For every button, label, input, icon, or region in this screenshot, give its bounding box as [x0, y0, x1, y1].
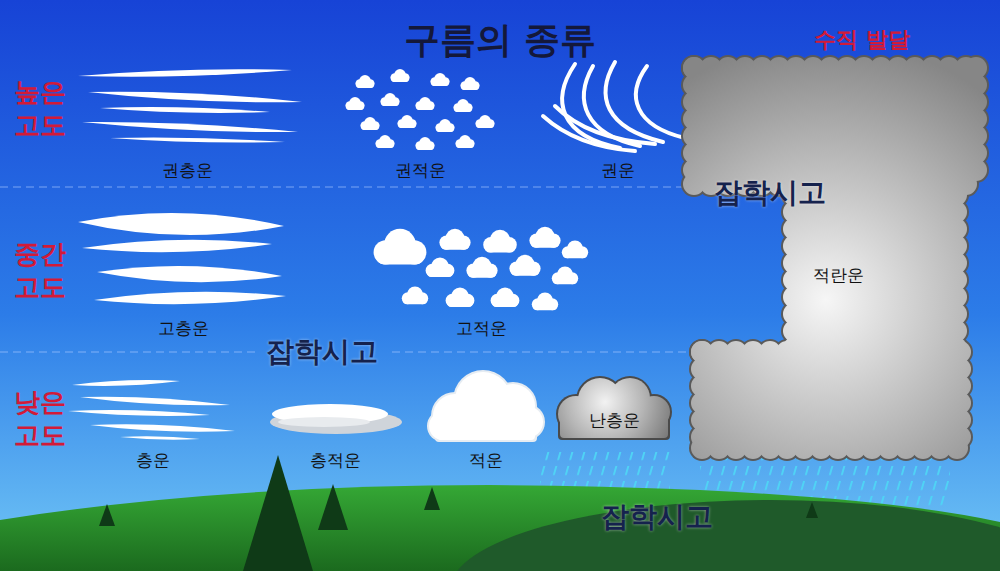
cloud-puff	[346, 104, 364, 110]
watermark: 잡학시고	[266, 334, 378, 369]
cloud-puff	[376, 248, 424, 265]
cloud-node: 난층운	[550, 372, 678, 446]
cloud-puffs	[345, 69, 494, 150]
altitude-label: 높은 고도	[14, 76, 74, 141]
cloud-streak	[82, 122, 298, 132]
cloud-wisp	[543, 116, 635, 151]
cloud-puff	[376, 142, 394, 148]
watermark: 잡학시고	[601, 499, 713, 534]
cloud-puff	[492, 298, 518, 307]
cloud-puff	[427, 268, 453, 277]
cloud-layer	[78, 213, 284, 235]
cloud-puff	[454, 106, 472, 112]
cloud-puff	[361, 124, 379, 130]
cloud-puff	[431, 80, 449, 86]
cloud-puff	[531, 238, 560, 248]
cloud-name: 적운	[469, 450, 503, 470]
cloud-name: 고적운	[456, 318, 507, 338]
cloud-node: 권적운	[345, 62, 495, 182]
cloud-streak	[120, 436, 200, 439]
cloud-node: 고층운	[72, 200, 294, 340]
cloud-node: 적운	[425, 368, 547, 472]
cloud-streak	[90, 424, 235, 432]
cloud-name: 층적운	[310, 450, 361, 470]
cloud-puff	[391, 76, 409, 82]
cloud-node: 고적운	[370, 218, 592, 340]
altitude-label: 낮은 고도	[14, 386, 74, 451]
cloud-layer	[82, 240, 272, 252]
cloud-streak	[68, 410, 210, 416]
cloud-streak	[100, 107, 270, 113]
cloud-name: 권운	[601, 160, 635, 180]
cloud-outline	[681, 55, 989, 461]
altitude-label: 중간 고도	[14, 238, 74, 303]
hill	[450, 500, 1000, 571]
cloud-puff	[533, 302, 557, 310]
cloud-puff	[461, 84, 479, 90]
cloud-node: 권운	[535, 56, 700, 182]
altitude-divider	[0, 187, 690, 352]
cloud-layer	[97, 266, 282, 282]
cloud-name: 층운	[136, 450, 170, 470]
cloud-name: 권적운	[395, 160, 446, 180]
cloud-streak	[72, 380, 180, 386]
cloud-node: 적란운	[686, 60, 991, 460]
cloud-name: 난층운	[589, 410, 640, 430]
cloud-name: 권층운	[162, 160, 213, 180]
cloud-node: 권층운	[70, 62, 305, 182]
cloud-body	[683, 57, 987, 459]
cloud-layer	[94, 292, 286, 304]
cloud-wisp	[606, 62, 663, 142]
watermark: 잡학시고	[714, 175, 826, 210]
cloud-puff	[447, 298, 473, 307]
cloud-puff	[416, 104, 434, 110]
cloud-node: 층운	[60, 375, 245, 472]
cloud-name: 적란운	[813, 265, 864, 285]
cloud-puff	[456, 142, 474, 148]
cloud-streak	[88, 92, 302, 103]
cloud-puff	[511, 266, 540, 276]
cloud-puff	[436, 126, 454, 132]
cloud-puff	[403, 296, 427, 304]
cloud-outline	[427, 370, 545, 442]
cloud-wisp	[584, 66, 640, 146]
cloud-puff	[441, 240, 470, 250]
cloud-streak	[110, 138, 285, 143]
cloud-body	[429, 372, 543, 440]
cloud-puff	[476, 122, 494, 128]
cloud-puff	[356, 82, 374, 88]
cloud-name: 고층운	[158, 318, 209, 338]
cloud-puff	[563, 250, 587, 258]
cloud-layer	[278, 417, 370, 427]
cloud-puff	[485, 242, 516, 253]
cloud-puff	[398, 122, 416, 128]
cloud-puff	[468, 268, 497, 278]
cloud-puff	[416, 144, 434, 150]
tree	[99, 455, 818, 571]
cloud-puffs	[374, 227, 589, 311]
cloud-wisp	[555, 106, 655, 144]
category-label: 수직 발달	[814, 26, 910, 54]
cloud-shape	[550, 372, 678, 446]
cloud-outline	[556, 376, 672, 440]
cloud-body	[558, 378, 670, 438]
title: 구름의 종류	[404, 16, 597, 65]
cloud-node: 층적운	[264, 392, 406, 472]
cloud-wisp	[636, 66, 685, 138]
cloud-puff	[381, 100, 399, 106]
cloud-streak	[80, 397, 230, 406]
cloud-streak	[78, 69, 292, 77]
cloud-puff	[553, 276, 577, 284]
cloud-shape	[686, 60, 991, 460]
